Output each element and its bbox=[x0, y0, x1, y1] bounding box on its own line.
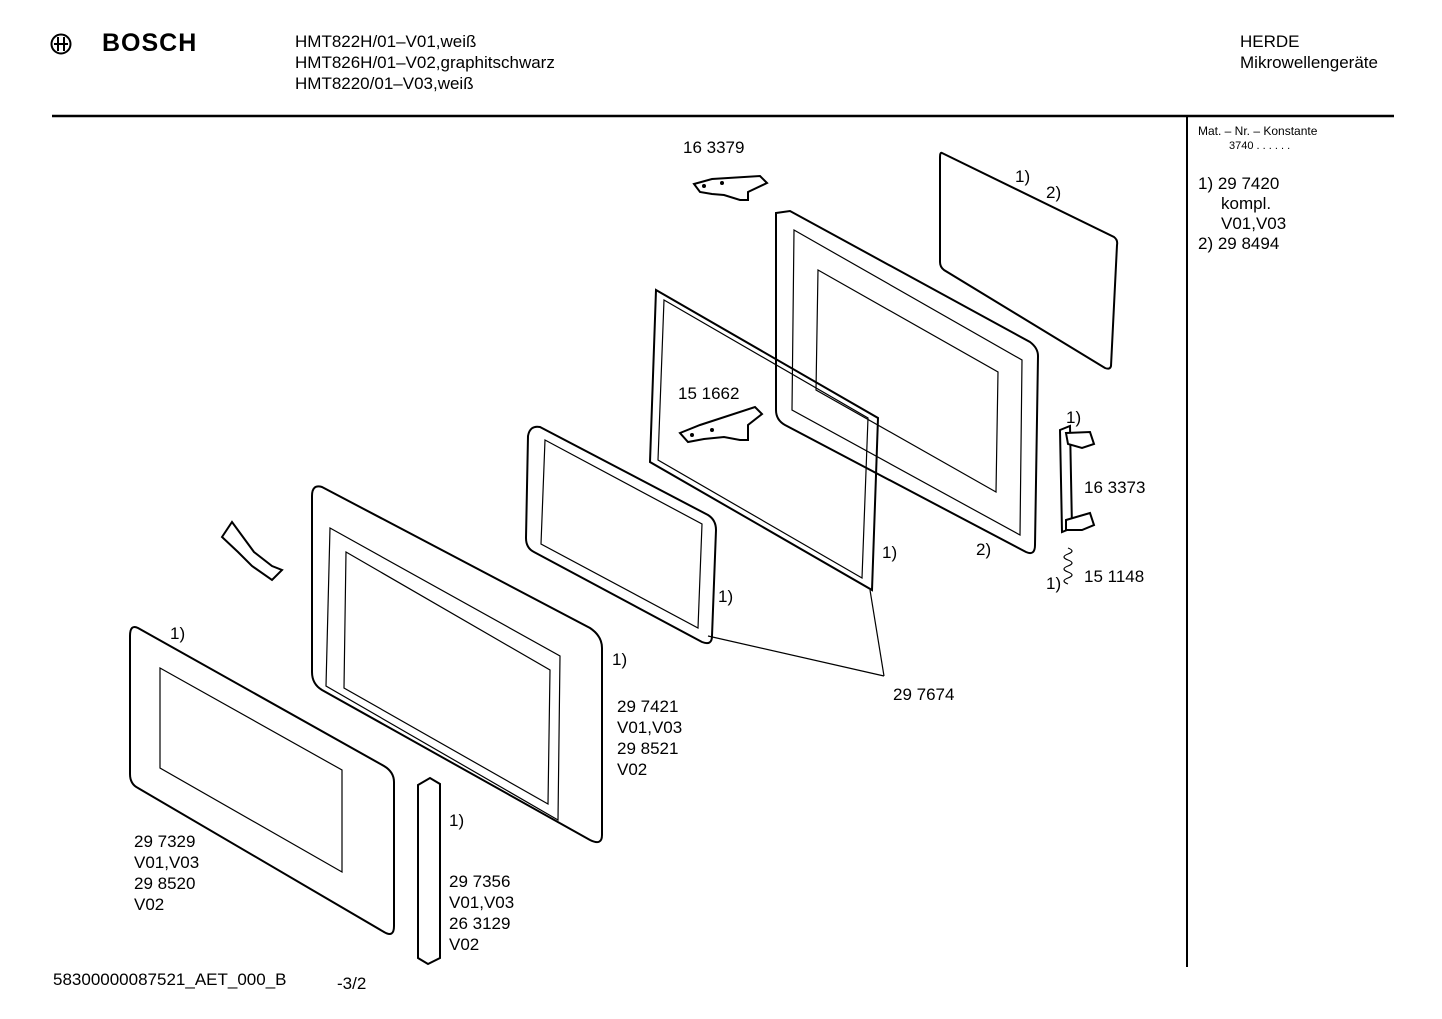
callout-inner-door-4: V02 bbox=[617, 760, 648, 779]
hinge-bracket-middle bbox=[678, 405, 764, 444]
brand-name: BOSCH bbox=[102, 29, 198, 57]
callout-inner-door-1: 29 7421 bbox=[617, 697, 679, 716]
callout-front-panel-2: V01,V03 bbox=[134, 853, 200, 872]
marker-1-spring: 1) bbox=[1046, 574, 1062, 593]
sidebar-note-4: 2) 29 8494 bbox=[1198, 234, 1280, 253]
inner-door-panel bbox=[311, 485, 603, 844]
callout-side-strip-1: 29 7356 bbox=[449, 872, 511, 891]
sidebar-title: Mat. – Nr. – Konstante bbox=[1198, 124, 1318, 138]
callout-163373: 16 3373 bbox=[1084, 478, 1146, 497]
rear-door-frame bbox=[775, 209, 1040, 555]
callout-front-panel-1: 29 7329 bbox=[134, 832, 196, 851]
callout-side-strip-4: V02 bbox=[449, 935, 480, 954]
marker-2-frame: 2) bbox=[976, 540, 992, 559]
callout-side-strip-2: V01,V03 bbox=[449, 893, 515, 912]
marker-1-front-panel: 1) bbox=[170, 624, 186, 643]
marker-1-seal: 1) bbox=[718, 587, 734, 606]
marker-1-latch: 1) bbox=[1066, 408, 1082, 427]
door-latch bbox=[1058, 424, 1096, 534]
callout-inner-door-2: V01,V03 bbox=[617, 718, 683, 737]
callout-163379: 16 3379 bbox=[683, 138, 745, 157]
marker-1-side-strip: 1) bbox=[449, 811, 465, 830]
subcategory-label: Mikrowellengeräte bbox=[1240, 53, 1378, 72]
marker-1-inner-door: 1) bbox=[612, 650, 628, 669]
model-line-3: HMT8220/01–V03,weiß bbox=[295, 74, 474, 93]
callout-151662: 15 1662 bbox=[678, 384, 740, 403]
category-label: HERDE bbox=[1240, 32, 1300, 51]
document-id: 58300000087521_AET_000_B bbox=[53, 970, 287, 989]
callout-297674: 29 7674 bbox=[893, 685, 955, 704]
model-line-1: HMT822H/01–V01,weiß bbox=[295, 32, 477, 51]
sidebar-note-1: 1) 29 7420 bbox=[1198, 174, 1280, 193]
sidebar-note-2: kompl. bbox=[1221, 194, 1272, 213]
inner-choke-frame bbox=[648, 288, 880, 592]
bosch-logo-icon bbox=[50, 33, 72, 55]
sidebar-constant: 3740 . . . . . . bbox=[1229, 140, 1291, 152]
marker-1-glass: 1) bbox=[1015, 167, 1031, 186]
sidebar-note-3: V01,V03 bbox=[1221, 214, 1287, 233]
marker-2-glass: 2) bbox=[1046, 183, 1062, 202]
latch-spring bbox=[1063, 547, 1073, 585]
callout-inner-door-3: 29 8521 bbox=[617, 739, 679, 758]
front-panel bbox=[129, 626, 395, 935]
page-number: -3/2 bbox=[337, 974, 367, 993]
side-strip bbox=[417, 776, 441, 966]
door-seal bbox=[524, 425, 718, 645]
hinge-bracket-top bbox=[692, 174, 769, 201]
callout-front-panel-3: 29 8520 bbox=[134, 874, 196, 893]
glass-panel bbox=[939, 151, 1119, 370]
model-line-2: HMT826H/01–V02,graphitschwarz bbox=[295, 53, 555, 72]
callout-151148: 15 1148 bbox=[1084, 567, 1145, 586]
marker-1-frame: 1) bbox=[882, 543, 898, 562]
callout-front-panel-4: V02 bbox=[134, 895, 165, 914]
callout-side-strip-3: 26 3129 bbox=[449, 914, 511, 933]
ribbon-cable bbox=[220, 520, 284, 582]
